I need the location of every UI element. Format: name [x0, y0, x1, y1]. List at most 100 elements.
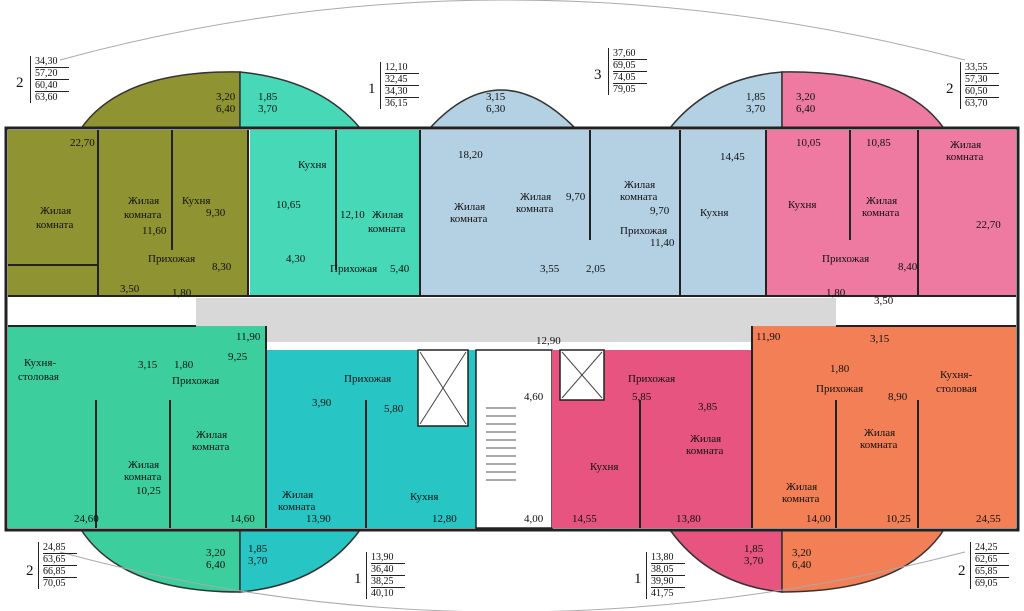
room-count: 2	[26, 563, 34, 579]
room-name: Кухня	[410, 491, 438, 503]
room-name: Жилая	[128, 459, 159, 471]
area-value: 14,55	[572, 513, 597, 525]
balcony-area: 1,85	[258, 91, 278, 103]
room-name: Жилая	[624, 179, 655, 191]
area-value: 12,10	[340, 209, 365, 221]
interior-walls	[8, 130, 1016, 528]
area-value: 3,85	[698, 401, 718, 413]
balcony-area: 6,40	[792, 559, 812, 571]
area-value: 3,50	[874, 295, 894, 307]
room-name: комната	[946, 151, 983, 163]
room-name: Жилая	[372, 209, 403, 221]
room-name: Жилая	[454, 201, 485, 213]
balcony-top-center	[428, 89, 577, 129]
room-labels: Жилая комната Жилая комната Кухня Прихож…	[18, 139, 983, 513]
area-value: 11,40	[650, 237, 675, 249]
area-value: 10,25	[136, 485, 161, 497]
area-value: 8,90	[888, 391, 908, 403]
area-value: 5,85	[632, 391, 652, 403]
room-name: комната	[124, 471, 161, 483]
balcony-area: 6,40	[796, 103, 816, 115]
stair-treads	[486, 407, 516, 481]
room-name: Прихожая	[344, 373, 391, 385]
room-name: Прихожая	[148, 253, 195, 265]
balcony-area: 3,15	[486, 91, 506, 103]
area-value: 4,60	[524, 391, 544, 403]
area-value: 11,90	[756, 331, 781, 343]
area-value: 3,50	[120, 283, 140, 295]
area-value: 9,25	[228, 351, 248, 363]
room-name: Кухня	[182, 195, 210, 207]
area-value: 14,00	[806, 513, 831, 525]
room-name: комната	[862, 207, 899, 219]
area-value: 9,70	[650, 205, 670, 217]
room-name: Кухня	[590, 461, 618, 473]
room-name: комната	[686, 445, 723, 457]
area-value: 3,15	[870, 333, 890, 345]
room-name: Жилая	[866, 195, 897, 207]
area-value: 22,70	[70, 137, 95, 149]
area-value: 10,65	[276, 199, 301, 211]
area-value: 11,60	[142, 225, 167, 237]
room-count: 3	[594, 67, 602, 83]
area-value: 3,90	[312, 397, 332, 409]
area-value: 5,80	[384, 403, 404, 415]
apartment-bottom-left	[8, 326, 266, 528]
balcony-area: 3,20	[792, 547, 812, 559]
room-name: комната	[516, 203, 553, 215]
area-value: 8,30	[212, 261, 232, 273]
area-value: 24,60	[74, 513, 99, 525]
apartment-bottom-right	[752, 326, 1016, 528]
area-value: 14,60	[230, 513, 255, 525]
area-value: 5,40	[390, 263, 410, 275]
balcony-area: 1,85	[248, 543, 268, 555]
balcony-area: 3,20	[206, 547, 226, 559]
room-name: Жилая	[282, 489, 313, 501]
room-name: Кухня-	[940, 369, 972, 381]
room-name: Жилая	[196, 429, 227, 441]
room-name: комната	[36, 219, 73, 231]
area-value: 10,85	[866, 137, 891, 149]
apartment-top-left	[8, 130, 248, 296]
balcony-area: 6,30	[486, 103, 506, 115]
room-name: Кухня	[700, 207, 728, 219]
room-name: Жилая	[864, 427, 895, 439]
balcony-area: 3,70	[744, 555, 764, 567]
room-name: столовая	[936, 383, 977, 395]
balcony-area: 6,40	[206, 559, 226, 571]
room-name: Прихожая	[628, 373, 675, 385]
balcony-areas: 3,20 6,40 1,85 3,70 3,15 6,30 1,85 3,70 …	[206, 91, 816, 571]
area-value: 18,20	[458, 149, 483, 161]
area-value: 3,15	[138, 359, 158, 371]
room-name: комната	[124, 209, 161, 221]
area-value: 8,40	[898, 261, 918, 273]
balcony-area: 6,40	[216, 103, 236, 115]
room-name: Кухня-	[24, 357, 56, 369]
room-count: 1	[354, 571, 362, 587]
area-value: 14,45	[720, 151, 745, 163]
room-name: Жилая	[786, 481, 817, 493]
room-name: комната	[860, 439, 897, 451]
balcony-area: 3,70	[746, 103, 766, 115]
balcony-area: 3,70	[258, 103, 278, 115]
room-name: Жилая	[40, 205, 71, 217]
balcony-area: 3,70	[248, 555, 268, 567]
area-value: 11,90	[236, 331, 261, 343]
room-name: Прихожая	[620, 225, 667, 237]
room-count: 2	[946, 81, 954, 97]
room-name: Прихожая	[330, 263, 377, 275]
